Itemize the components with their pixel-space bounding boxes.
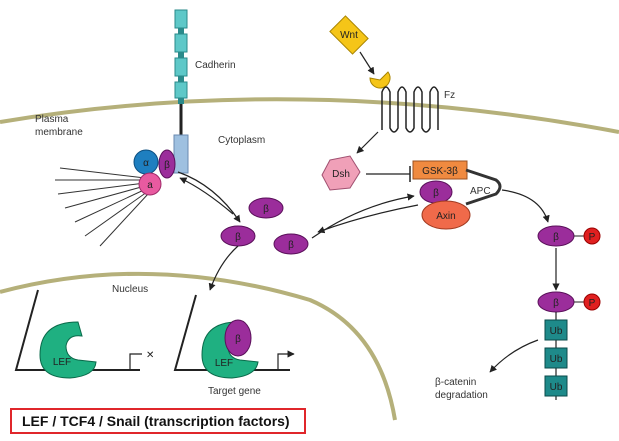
nuclear-envelope	[0, 271, 397, 421]
ubiquitin-icon-3	[544, 375, 568, 397]
wnt-icon	[329, 15, 369, 55]
repressed-mark: ✕	[146, 350, 154, 361]
beta-catenin-nuclear-icon	[224, 319, 252, 357]
dsh-icon	[321, 155, 361, 191]
ubiquitin-icon-1	[544, 319, 568, 341]
axin-label: Axin	[436, 211, 455, 222]
a-label: a	[147, 180, 153, 191]
beta-free-3-label: β	[288, 240, 294, 251]
apc-icon	[465, 168, 502, 206]
lef-right-label: LEF	[215, 358, 233, 369]
cadherin-label: Cadherin	[195, 60, 236, 71]
cytoplasm-label: Cytoplasm	[218, 135, 265, 146]
phospho-1-label: P	[589, 232, 596, 243]
degradation-label-1: β-catenin	[435, 377, 476, 388]
plasma-membrane-label-1: Plasma	[35, 114, 69, 125]
dsh-label: Dsh	[332, 169, 350, 180]
frizzled-receptor-icon	[381, 86, 439, 133]
actin-filaments	[55, 167, 149, 247]
nucleus-label: Nucleus	[112, 284, 148, 295]
beta-label-cadherin: β	[164, 160, 170, 171]
ub-3-label: Ub	[550, 382, 563, 393]
phospho-icon-2	[583, 293, 601, 311]
promoter-repressed-icon	[129, 353, 142, 370]
caption-text: LEF / TCF4 / Snail (transcription factor…	[22, 413, 290, 429]
beta-catenin-free-1	[248, 197, 284, 219]
lef-left-label: LEF	[53, 357, 71, 368]
beta-label-complex: β	[433, 188, 439, 199]
beta-phospho-1-label: β	[553, 232, 559, 243]
gsk3b-label: GSK-3β	[422, 166, 458, 177]
wnt-label: Wnt	[340, 30, 358, 41]
apc-label: APC	[470, 186, 491, 197]
fz-label: Fz	[444, 90, 455, 101]
beta-free-1-label: β	[263, 204, 269, 215]
phospho-2-label: P	[589, 298, 596, 309]
beta-nuclear-label: β	[235, 334, 241, 345]
promoter-active-icon	[277, 350, 295, 370]
beta-free-2-label: β	[235, 232, 241, 243]
beta-phospho-2-label: β	[553, 298, 559, 309]
plasma-membrane	[0, 97, 619, 134]
ub-1-label: Ub	[550, 326, 563, 337]
ubiquitin-icon-2	[544, 347, 568, 369]
axin-icon	[421, 200, 471, 230]
lef-left-icon	[39, 321, 97, 379]
plasma-membrane-label-2: membrane	[35, 127, 83, 138]
target-gene-label: Target gene	[208, 386, 261, 397]
wnt-receptor-binding-icon	[369, 71, 391, 89]
degradation-label-2: degradation	[435, 390, 488, 401]
beta-catenin-cadherin-icon	[158, 149, 176, 179]
a-catenin-icon	[138, 172, 162, 196]
beta-catenin-free-3	[273, 233, 309, 255]
cadherin-icon	[173, 9, 189, 174]
caption-box: LEF / TCF4 / Snail (transcription factor…	[10, 408, 306, 434]
ub-2-label: Ub	[550, 354, 563, 365]
alpha-label: α	[143, 158, 149, 169]
phospho-icon-1	[583, 227, 601, 245]
